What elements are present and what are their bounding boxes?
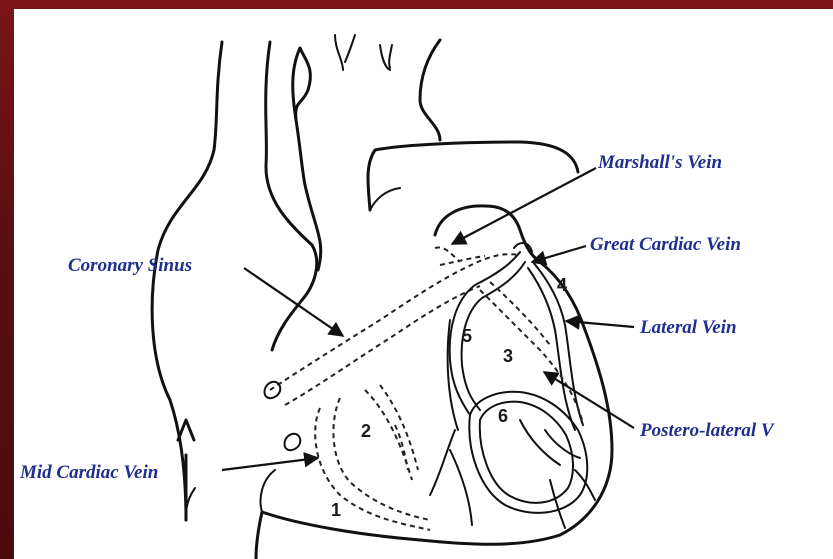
region-1-number: 1 [331, 500, 341, 520]
region-6-number: 6 [498, 406, 508, 426]
arrow-postero-lateral-vein [544, 372, 634, 428]
coronary-veins [265, 243, 596, 530]
label-great-cardiac-vein: Great Cardiac Vein [590, 234, 741, 255]
region-4-number: 4 [557, 275, 567, 295]
region-3-number: 3 [503, 346, 513, 366]
arrow-coronary-sinus [244, 268, 343, 336]
region-numbers: 1 2 3 4 5 6 [331, 275, 567, 520]
arrow-lateral-vein [566, 321, 634, 327]
heart-outline [152, 35, 612, 559]
label-postero-lateral-vein: Postero-lateral V [639, 420, 775, 441]
label-mid-cardiac-vein: Mid Cardiac Vein [19, 462, 158, 483]
region-5-number: 5 [462, 326, 472, 346]
vein-labels: Marshall's Vein Great Cardiac Vein Coron… [19, 152, 775, 483]
region-2-number: 2 [361, 421, 371, 441]
arrow-great-cardiac-vein [532, 246, 586, 262]
arrow-mid-cardiac-vein [222, 458, 318, 470]
label-marshalls-vein: Marshall's Vein [597, 152, 722, 173]
label-coronary-sinus: Coronary Sinus [68, 255, 192, 276]
label-lateral-vein: Lateral Vein [639, 317, 737, 338]
